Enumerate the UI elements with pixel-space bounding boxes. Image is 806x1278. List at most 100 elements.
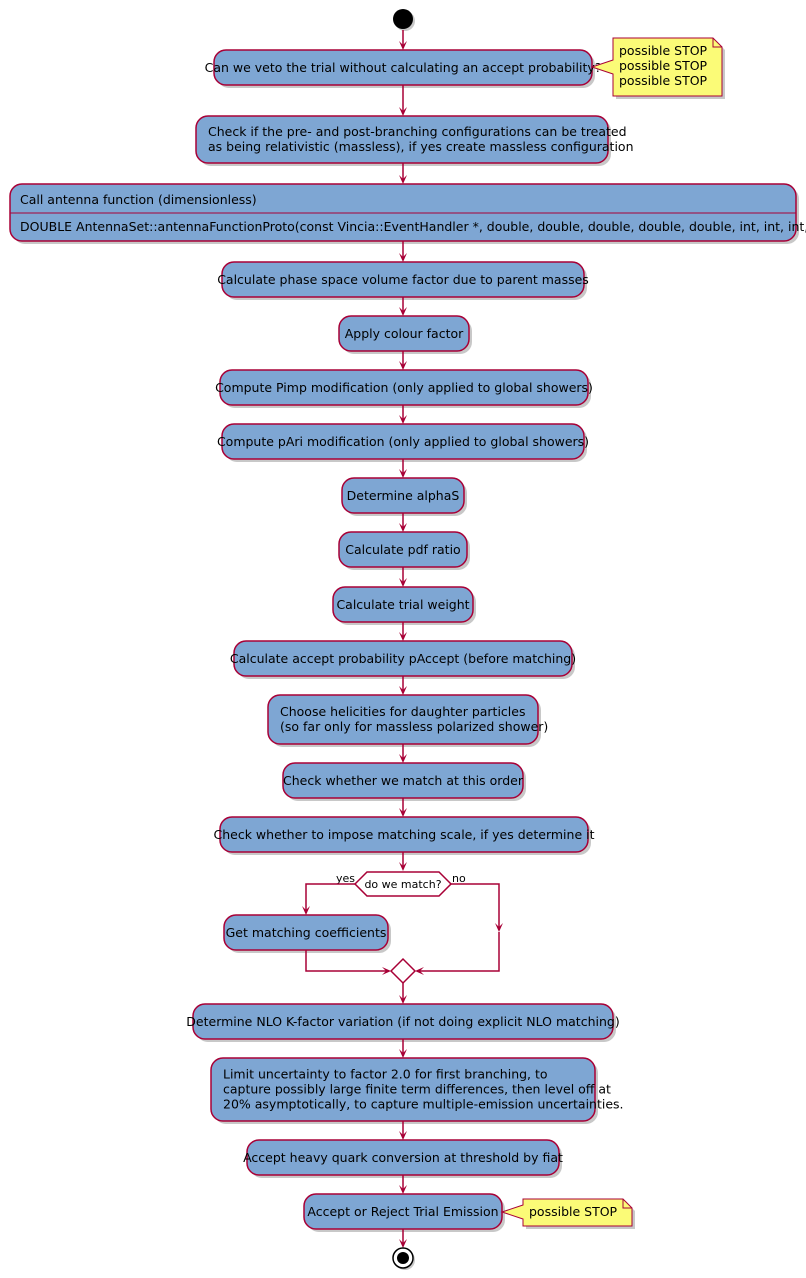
activity-label: Calculate trial weight [336, 597, 469, 612]
activity-label: Calculate phase space volume factor due … [217, 272, 589, 287]
arrowhead [399, 1185, 407, 1194]
activity-label: Check whether to impose matching scale, … [214, 827, 595, 842]
arrowhead [382, 967, 391, 975]
activity-label-line: Limit uncertainty to factor 2.0 for firs… [223, 1067, 548, 1082]
activity-a1: Can we veto the trial without calculatin… [205, 49, 601, 88]
end-node [392, 1247, 415, 1270]
arrowhead [399, 578, 407, 587]
activity-a10: Calculate trial weight [332, 586, 476, 625]
activity-a18: Accept heavy quark conversion at thresho… [243, 1139, 563, 1178]
arrow-a18-a19 [399, 1175, 407, 1194]
arrowhead [415, 967, 424, 975]
activity-label: Compute Pimp modification (only applied … [215, 380, 593, 395]
decision-label: do we match? [364, 878, 441, 891]
arrowhead [399, 1239, 407, 1248]
arrowhead [399, 1131, 407, 1140]
arrow-a7-a8 [399, 459, 407, 478]
arrow-merge-a16 [399, 983, 407, 1004]
activity-a16: Determine NLO K-factor variation (if not… [186, 1003, 620, 1042]
activity-label: Determine alphaS [347, 488, 460, 503]
arrowhead [399, 469, 407, 478]
arrow-a2-a3 [399, 163, 407, 184]
note-text: possible STOP [619, 58, 708, 73]
arrow-a16-a17 [399, 1039, 407, 1058]
activity-label: Calculate accept probability pAccept (be… [230, 651, 576, 666]
activity-label: Calculate pdf ratio [345, 542, 460, 557]
arrowhead [399, 107, 407, 116]
activity-a6: Compute Pimp modification (only applied … [215, 369, 593, 408]
activity-a19: Accept or Reject Trial Emission [303, 1193, 505, 1232]
activity-label: Compute pAri modification (only applied … [217, 434, 589, 449]
arrow-a15-merge [305, 950, 391, 975]
arrowhead [495, 923, 503, 932]
arrowhead [399, 361, 407, 370]
activity-a14: Check whether to impose matching scale, … [214, 816, 595, 855]
activity-a7: Compute pAri modification (only applied … [217, 423, 589, 462]
note-text: possible STOP [619, 43, 708, 58]
arrow-a19-end [399, 1229, 407, 1248]
activity-label: Determine NLO K-factor variation (if not… [186, 1014, 619, 1029]
activity-label-line: capture possibly large finite term diffe… [223, 1082, 611, 1097]
arrowhead [399, 307, 407, 316]
arrow-a9-a10 [399, 567, 407, 587]
arrowhead [302, 906, 310, 915]
arrow-a11-a12 [399, 676, 407, 695]
activity-label: Apply colour factor [345, 326, 464, 341]
arrow-a1-a2 [399, 85, 407, 116]
activity-a8: Determine alphaS [341, 477, 467, 516]
arrow-a10-a11 [399, 622, 407, 641]
note-text: possible STOP [529, 1204, 618, 1219]
arrow-start-a1 [399, 30, 407, 50]
arrowhead [399, 41, 407, 50]
activity-a15: Get matching coefficients [223, 914, 391, 953]
arrow-a3-a4 [399, 241, 407, 262]
activity-label-line: as being relativistic (massless), if yes… [208, 139, 634, 154]
arrowhead [399, 523, 407, 532]
arrow-a17-a18 [399, 1121, 407, 1140]
activity-a4: Calculate phase space volume factor due … [217, 261, 589, 300]
arrowhead [399, 175, 407, 184]
activity-label-line: Check if the pre- and post-branching con… [208, 124, 627, 139]
activity-label: Check whether we match at this order [283, 773, 524, 788]
arrowhead [399, 253, 407, 262]
guard-yes: yes [336, 872, 355, 885]
arrow-a5-a6 [399, 351, 407, 370]
activity-label-line: (so far only for massless polarized show… [280, 719, 548, 734]
activity-label: Get matching coefficients [226, 925, 387, 940]
activity-label: Accept or Reject Trial Emission [307, 1204, 498, 1219]
guard-no: no [452, 872, 466, 885]
arrow-a12-a13 [399, 744, 407, 763]
note-n2: possible STOP [500, 1198, 635, 1229]
arrowhead [399, 415, 407, 424]
activity-label: Accept heavy quark conversion at thresho… [243, 1150, 563, 1165]
arrow-a6-a7 [399, 405, 407, 424]
activity-a2: Check if the pre- and post-branching con… [195, 115, 634, 166]
activity-a12: Choose helicities for daughter particles… [267, 694, 548, 747]
arrowhead [399, 632, 407, 641]
activity-a13: Check whether we match at this order [282, 762, 526, 801]
start-node [393, 9, 415, 31]
decision-node: do we match? [353, 871, 453, 897]
arrowhead [399, 808, 407, 817]
activity-a9: Calculate pdf ratio [338, 531, 470, 570]
arrowhead [399, 862, 407, 871]
arrow-no-branch [451, 883, 503, 932]
activity-a17: Limit uncertainty to factor 2.0 for firs… [210, 1057, 624, 1124]
arrow-a13-a14 [399, 798, 407, 817]
activity-label-line: Choose helicities for daughter particles [280, 704, 525, 719]
activity-a3: Call antenna function (dimensionless) DOU… [9, 183, 806, 244]
arrow-a14-decision [399, 852, 407, 871]
arrow-a4-a5 [399, 297, 407, 316]
arrowhead [399, 754, 407, 763]
activity-a5: Apply colour factor [338, 315, 472, 354]
activity-detail: DOUBLE AntennaSet::antennaFunctionProto(… [20, 219, 806, 234]
arrowhead [399, 995, 407, 1004]
merge-node [389, 957, 417, 985]
note-text: possible STOP [619, 73, 708, 88]
activity-label: Call antenna function (dimensionless) [20, 192, 257, 207]
arrow-yes-branch [302, 883, 355, 915]
activity-label-line: 20% asymptotically, to capture multiple-… [223, 1097, 624, 1112]
arrowhead [399, 686, 407, 695]
